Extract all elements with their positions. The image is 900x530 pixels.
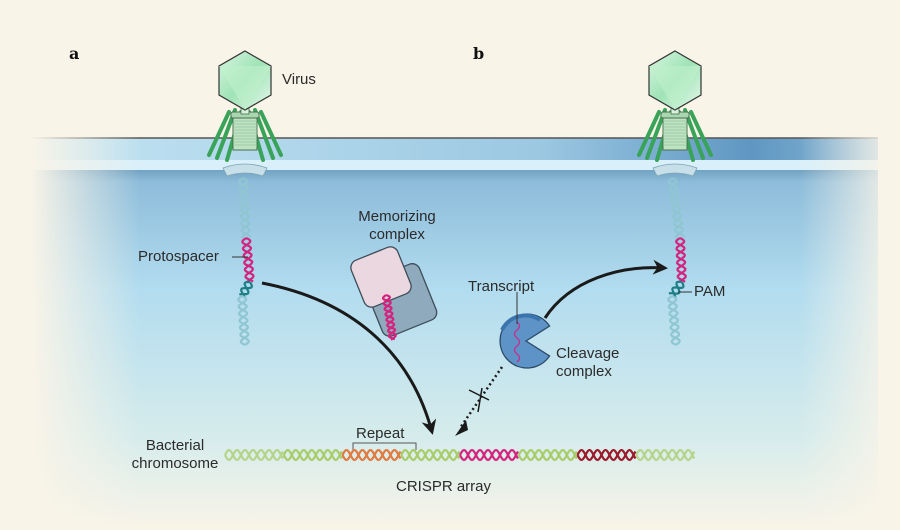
crispr-array-label: CRISPR array — [396, 478, 492, 495]
virus-a — [207, 50, 283, 177]
dna-strand — [382, 293, 397, 341]
dna-strand — [667, 295, 681, 346]
viral-dna-a — [237, 177, 255, 346]
cleavage-complex-label: Cleavage complex — [556, 345, 619, 381]
viral-dna-b — [667, 176, 687, 346]
crispr-segment-repeat — [282, 448, 343, 462]
targeting-arrow — [543, 259, 668, 319]
crispr-segment-spacer-magenta — [459, 448, 519, 462]
pam-label: PAM — [694, 283, 726, 300]
tail-fiber — [689, 110, 713, 157]
cleavage-line2: complex — [556, 363, 612, 380]
dna-strand — [241, 236, 254, 283]
crispr-segment-repeat — [224, 448, 284, 462]
dna-strand — [224, 448, 284, 462]
memorizing-complex-label: Memorizing complex — [350, 208, 444, 244]
virus-b — [637, 50, 713, 177]
dna-strand — [635, 448, 696, 462]
cell-membrane-inner — [30, 160, 878, 170]
dna-strand — [576, 448, 637, 462]
panel-label-b: b — [473, 44, 485, 63]
tail-sheath — [662, 113, 688, 151]
dna-strand — [675, 237, 687, 283]
panel-label-a: a — [69, 44, 80, 63]
crispr-segment-repeat — [517, 448, 578, 462]
dna-strand — [240, 281, 254, 298]
memorizing-line1: Memorizing — [358, 208, 436, 225]
dna-strand — [238, 177, 251, 238]
membrane-pore — [222, 163, 268, 177]
dna-strand — [517, 448, 578, 462]
repeat-label: Repeat — [356, 425, 405, 442]
cleavage-line1: Cleavage — [556, 345, 620, 362]
transcript-rna — [513, 321, 521, 363]
dna-strand — [237, 295, 250, 346]
tail-fiber — [637, 110, 661, 157]
acquisition-arrow — [261, 281, 437, 435]
cleavage-complex — [499, 292, 551, 369]
dna-strand — [238, 177, 251, 239]
membrane-pore — [652, 163, 698, 177]
tail-sheath — [232, 113, 258, 151]
dna-strand — [671, 281, 685, 299]
dna-strand — [400, 448, 461, 462]
dna-strand — [459, 448, 519, 462]
blocked-arrow — [458, 366, 504, 429]
crispr-segment-spacer-orange — [341, 448, 402, 462]
bacterial-line1: Bacterial — [145, 437, 205, 454]
tail-fiber — [259, 110, 283, 157]
bacterial-chromosome-label: Bacterial chromosome — [130, 437, 220, 473]
dna-strand — [667, 295, 681, 346]
protospacer-label: Protospacer — [138, 248, 219, 265]
block-x-icon — [468, 387, 490, 413]
tail-fiber — [207, 110, 231, 157]
crispr-segment-repeat — [635, 448, 696, 462]
crispr-segment-spacer-dark_red — [576, 448, 637, 462]
memorizing-line2: complex — [369, 226, 425, 243]
cell-membrane-outer — [30, 138, 878, 160]
dna-strand — [667, 177, 685, 239]
transcript-label: Transcript — [468, 278, 535, 295]
dna-strand — [282, 448, 343, 462]
crispr-array — [224, 448, 696, 462]
dna-strand — [237, 295, 250, 346]
virus-label: Virus — [282, 71, 316, 88]
dna-strand — [239, 280, 250, 296]
dna-strand — [341, 448, 402, 462]
memorizing-complex — [350, 246, 438, 341]
bacterial-line2: chromosome — [131, 455, 219, 472]
repeat-bracket — [352, 442, 417, 450]
crispr-segment-repeat — [400, 448, 461, 462]
dna-strand — [668, 176, 685, 238]
